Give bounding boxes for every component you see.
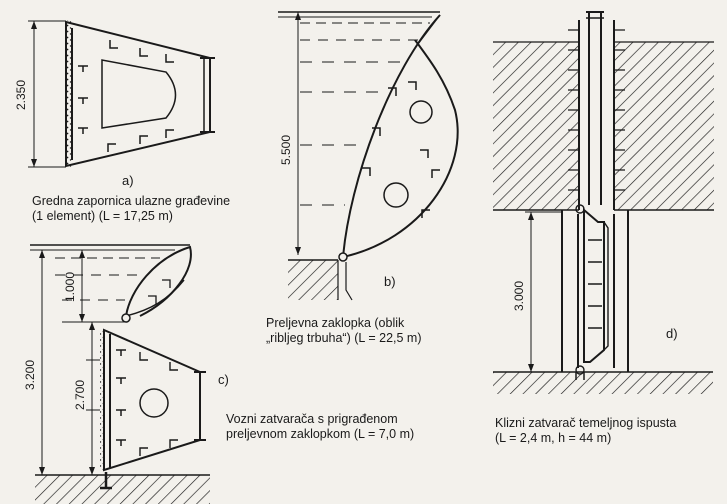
panel-c-hinge: [121, 313, 131, 323]
panel-d-rock-lower: [493, 371, 713, 394]
panel-d-caption-line2: (L = 2,4 m, h = 44 m): [495, 431, 611, 445]
panel-a-dimension: [28, 20, 66, 168]
panel-d: 3.000 d) Klizni zatvarač temeljnog ispus…: [493, 11, 714, 445]
panel-a-caption-line2: (1 element) (L = 17,25 m): [32, 209, 173, 223]
panel-b: 5.500 b) Preljevna zaklopka (oblik „ribl: [266, 11, 459, 345]
panel-a-letter: a): [122, 173, 134, 188]
panel-c-caption-line1: Vozni zatvarača s prigrađenom: [226, 412, 398, 426]
panel-c-letter: c): [218, 372, 229, 387]
panel-c-water: [30, 244, 190, 411]
panel-b-flap-gate: [342, 14, 459, 258]
panel-b-letter: b): [384, 274, 396, 289]
panel-c-dimensions: [39, 250, 125, 475]
panel-d-shaft: [568, 11, 625, 210]
panel-b-caption-line2: „ribljeg trbuha“) (L = 22,5 m): [266, 331, 422, 345]
panel-c-ground: [35, 472, 210, 504]
panel-a-seal: [66, 20, 72, 167]
panel-c-gate-body: [103, 328, 206, 472]
panel-c-caption-line2: preljevnom zaklopkom (L = 7,0 m): [226, 427, 414, 441]
panel-d-caption-line1: Klizni zatvarač temeljnog ispusta: [495, 416, 676, 430]
panel-b-dim-height: 5.500: [279, 135, 293, 165]
panel-c-flap: [125, 245, 192, 317]
panel-d-gate: [561, 204, 629, 380]
panel-c-dim-total: 3.200: [23, 360, 37, 390]
panel-b-ground: [288, 259, 353, 301]
panel-d-dim-height: 3.000: [512, 281, 526, 311]
panel-d-dimension: [525, 211, 562, 372]
panel-c-dim-upper: 1.000: [63, 272, 77, 302]
panel-d-letter: d): [666, 326, 678, 341]
panel-b-dimension: [295, 12, 301, 255]
panel-b-water: [278, 11, 440, 206]
panel-a-gate-body: [65, 20, 215, 168]
panel-a: 2.350 a) Gredna zapornica ulazne građevi…: [14, 20, 230, 223]
panel-b-caption-line1: Preljevna zaklopka (oblik: [266, 316, 405, 330]
panel-a-caption-line1: Gredna zapornica ulazne građevine: [32, 194, 230, 208]
panel-d-rock-upper: [493, 41, 714, 211]
panel-c: 3.200 1.000 2.700: [23, 244, 414, 504]
panel-c-dim-lower: 2.700: [73, 380, 87, 410]
panel-b-hinge: [338, 252, 348, 262]
panel-a-dim-height: 2.350: [14, 80, 28, 110]
